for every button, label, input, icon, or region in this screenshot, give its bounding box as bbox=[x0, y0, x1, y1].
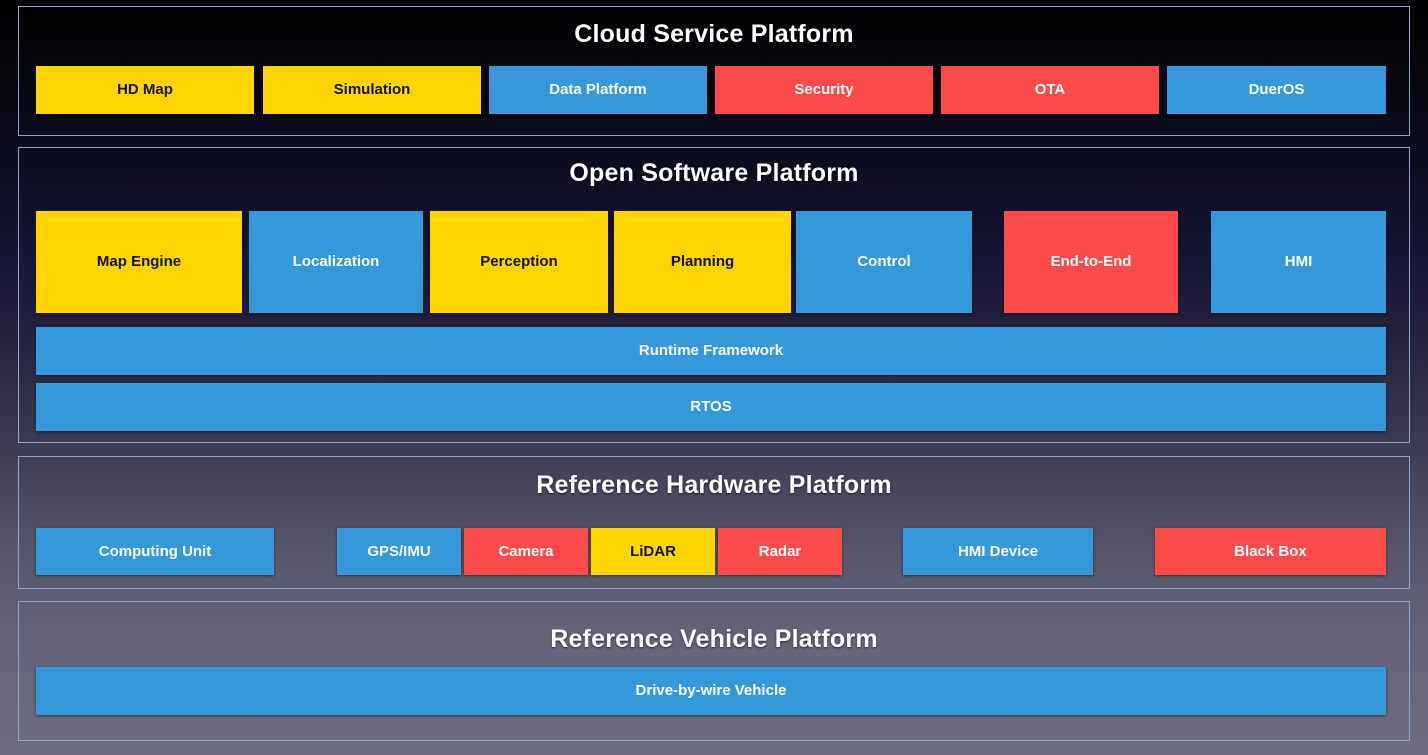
block-dueros[interactable]: DuerOS bbox=[1167, 66, 1386, 114]
module-planning[interactable]: Planning bbox=[614, 211, 791, 313]
hw-block-lidar[interactable]: LiDAR bbox=[591, 528, 715, 575]
hw-block-black-box[interactable]: Black Box bbox=[1155, 528, 1386, 575]
layer-title-cloud-service-platform: Cloud Service Platform bbox=[574, 20, 854, 48]
module-perception[interactable]: Perception bbox=[430, 211, 608, 313]
hw-block-hmi-device[interactable]: HMI Device bbox=[903, 528, 1093, 575]
hw-block-camera[interactable]: Camera bbox=[464, 528, 588, 575]
module-localization[interactable]: Localization bbox=[249, 211, 423, 313]
layer-title-open-software-platform: Open Software Platform bbox=[569, 159, 859, 187]
hw-block-gps-imu[interactable]: GPS/IMU bbox=[337, 528, 461, 575]
layer-panel-cloud-service-platform bbox=[18, 6, 1410, 136]
bar-runtime-framework[interactable]: Runtime Framework bbox=[36, 327, 1386, 375]
module-end-to-end[interactable]: End-to-End bbox=[1004, 211, 1178, 313]
layer-panel-open-software-platform bbox=[18, 147, 1410, 443]
block-security[interactable]: Security bbox=[715, 66, 933, 114]
block-ota[interactable]: OTA bbox=[941, 66, 1159, 114]
module-map-engine[interactable]: Map Engine bbox=[36, 211, 242, 313]
hw-block-computing-unit[interactable]: Computing Unit bbox=[36, 528, 274, 575]
hw-block-radar[interactable]: Radar bbox=[718, 528, 842, 575]
bar-rtos[interactable]: RTOS bbox=[36, 383, 1386, 431]
block-hd-map[interactable]: HD Map bbox=[36, 66, 254, 114]
block-drive-by-wire-vehicle[interactable]: Drive-by-wire Vehicle bbox=[36, 667, 1386, 715]
module-hmi[interactable]: HMI bbox=[1211, 211, 1386, 313]
layer-title-reference-hardware-platform: Reference Hardware Platform bbox=[536, 471, 892, 499]
layer-panel-reference-vehicle-platform bbox=[18, 601, 1410, 741]
block-data-platform[interactable]: Data Platform bbox=[489, 66, 707, 114]
layer-title-reference-vehicle-platform: Reference Vehicle Platform bbox=[550, 625, 878, 653]
block-simulation[interactable]: Simulation bbox=[263, 66, 481, 114]
layer-panel-reference-hardware-platform bbox=[18, 456, 1410, 589]
module-control[interactable]: Control bbox=[796, 211, 972, 313]
